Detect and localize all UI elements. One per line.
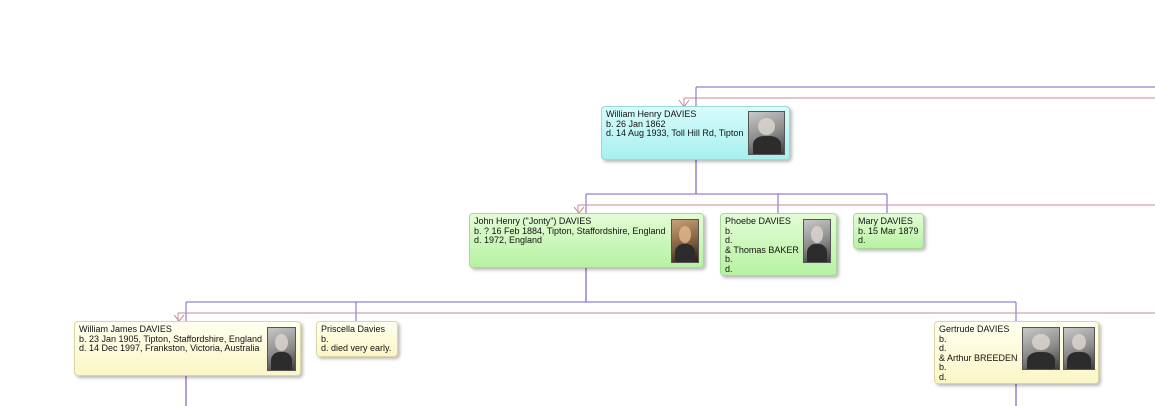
person-card-william-james-davies[interactable]: William James DAVIES b. 23 Jan 1905, Tip…	[74, 321, 301, 376]
person-details: William Henry DAVIES b. 26 Jan 1862 d. 1…	[606, 109, 785, 139]
birth-info: b. 15 Mar 1879	[858, 225, 919, 236]
portrait-photo[interactable]	[267, 327, 296, 371]
birth-info: b.	[725, 225, 733, 236]
death-info: d.	[939, 343, 947, 354]
person-details: William James DAVIES b. 23 Jan 1905, Tip…	[79, 324, 296, 354]
portrait-photo[interactable]	[1063, 327, 1095, 370]
person-card-mary-davies[interactable]: Mary DAVIES b. 15 Mar 1879 d.	[853, 213, 924, 249]
death-info: d. died very early.	[321, 343, 392, 354]
spouse-death-info: d.	[939, 371, 947, 382]
birth-info: b.	[939, 333, 947, 344]
person-details: Priscella Davies b. d. died very early.	[321, 324, 393, 354]
spouse-name: & Arthur BREEDEN	[939, 352, 1018, 363]
person-name: Priscella Davies	[321, 324, 386, 334]
person-details: Gertrude DAVIES b. d. & Arthur BREEDEN b…	[939, 324, 1094, 383]
portrait-photo[interactable]	[671, 219, 699, 263]
portrait-photo[interactable]	[803, 219, 831, 263]
death-info: d.	[725, 235, 733, 246]
death-info: d. 14 Dec 1997, Frankston, Victoria, Aus…	[79, 343, 260, 354]
person-name: Mary DAVIES	[858, 216, 913, 226]
person-details: John Henry ("Jonty") DAVIES b. ? 16 Feb …	[474, 216, 699, 246]
spouse-birth-info: b.	[725, 254, 733, 265]
person-card-phoebe-davies[interactable]: Phoebe DAVIES b. d. & Thomas BAKER b. d.	[720, 213, 837, 276]
birth-info: b.	[321, 333, 329, 344]
portrait-photo[interactable]	[1022, 327, 1060, 370]
death-info: d. 14 Aug 1933, Toll Hill Rd, Tipton	[606, 128, 744, 139]
person-name: John Henry ("Jonty") DAVIES	[474, 216, 592, 226]
person-card-william-henry-davies[interactable]: William Henry DAVIES b. 26 Jan 1862 d. 1…	[601, 106, 790, 160]
person-card-priscella-davies[interactable]: Priscella Davies b. d. died very early.	[316, 321, 398, 357]
person-details: Mary DAVIES b. 15 Mar 1879 d.	[858, 216, 919, 246]
birth-info: b. ? 16 Feb 1884, Tipton, Staffordshire,…	[474, 225, 666, 236]
birth-info: b. 23 Jan 1905, Tipton, Staffordshire, E…	[79, 333, 262, 344]
person-card-gertrude-davies[interactable]: Gertrude DAVIES b. d. & Arthur BREEDEN b…	[934, 321, 1099, 384]
person-name: William James DAVIES	[79, 324, 172, 334]
person-name: Gertrude DAVIES	[939, 324, 1010, 334]
spouse-birth-info: b.	[939, 362, 947, 373]
death-info: d.	[858, 235, 866, 246]
death-info: d. 1972, England	[474, 235, 543, 246]
portrait-photo[interactable]	[748, 111, 785, 155]
person-name: William Henry DAVIES	[606, 109, 697, 119]
person-details: Phoebe DAVIES b. d. & Thomas BAKER b. d.	[725, 216, 832, 275]
spouse-name: & Thomas BAKER	[725, 244, 799, 255]
spouse-death-info: d.	[725, 263, 733, 274]
person-name: Phoebe DAVIES	[725, 216, 791, 226]
person-card-john-henry-davies[interactable]: John Henry ("Jonty") DAVIES b. ? 16 Feb …	[469, 213, 704, 268]
birth-info: b. 26 Jan 1862	[606, 118, 666, 129]
